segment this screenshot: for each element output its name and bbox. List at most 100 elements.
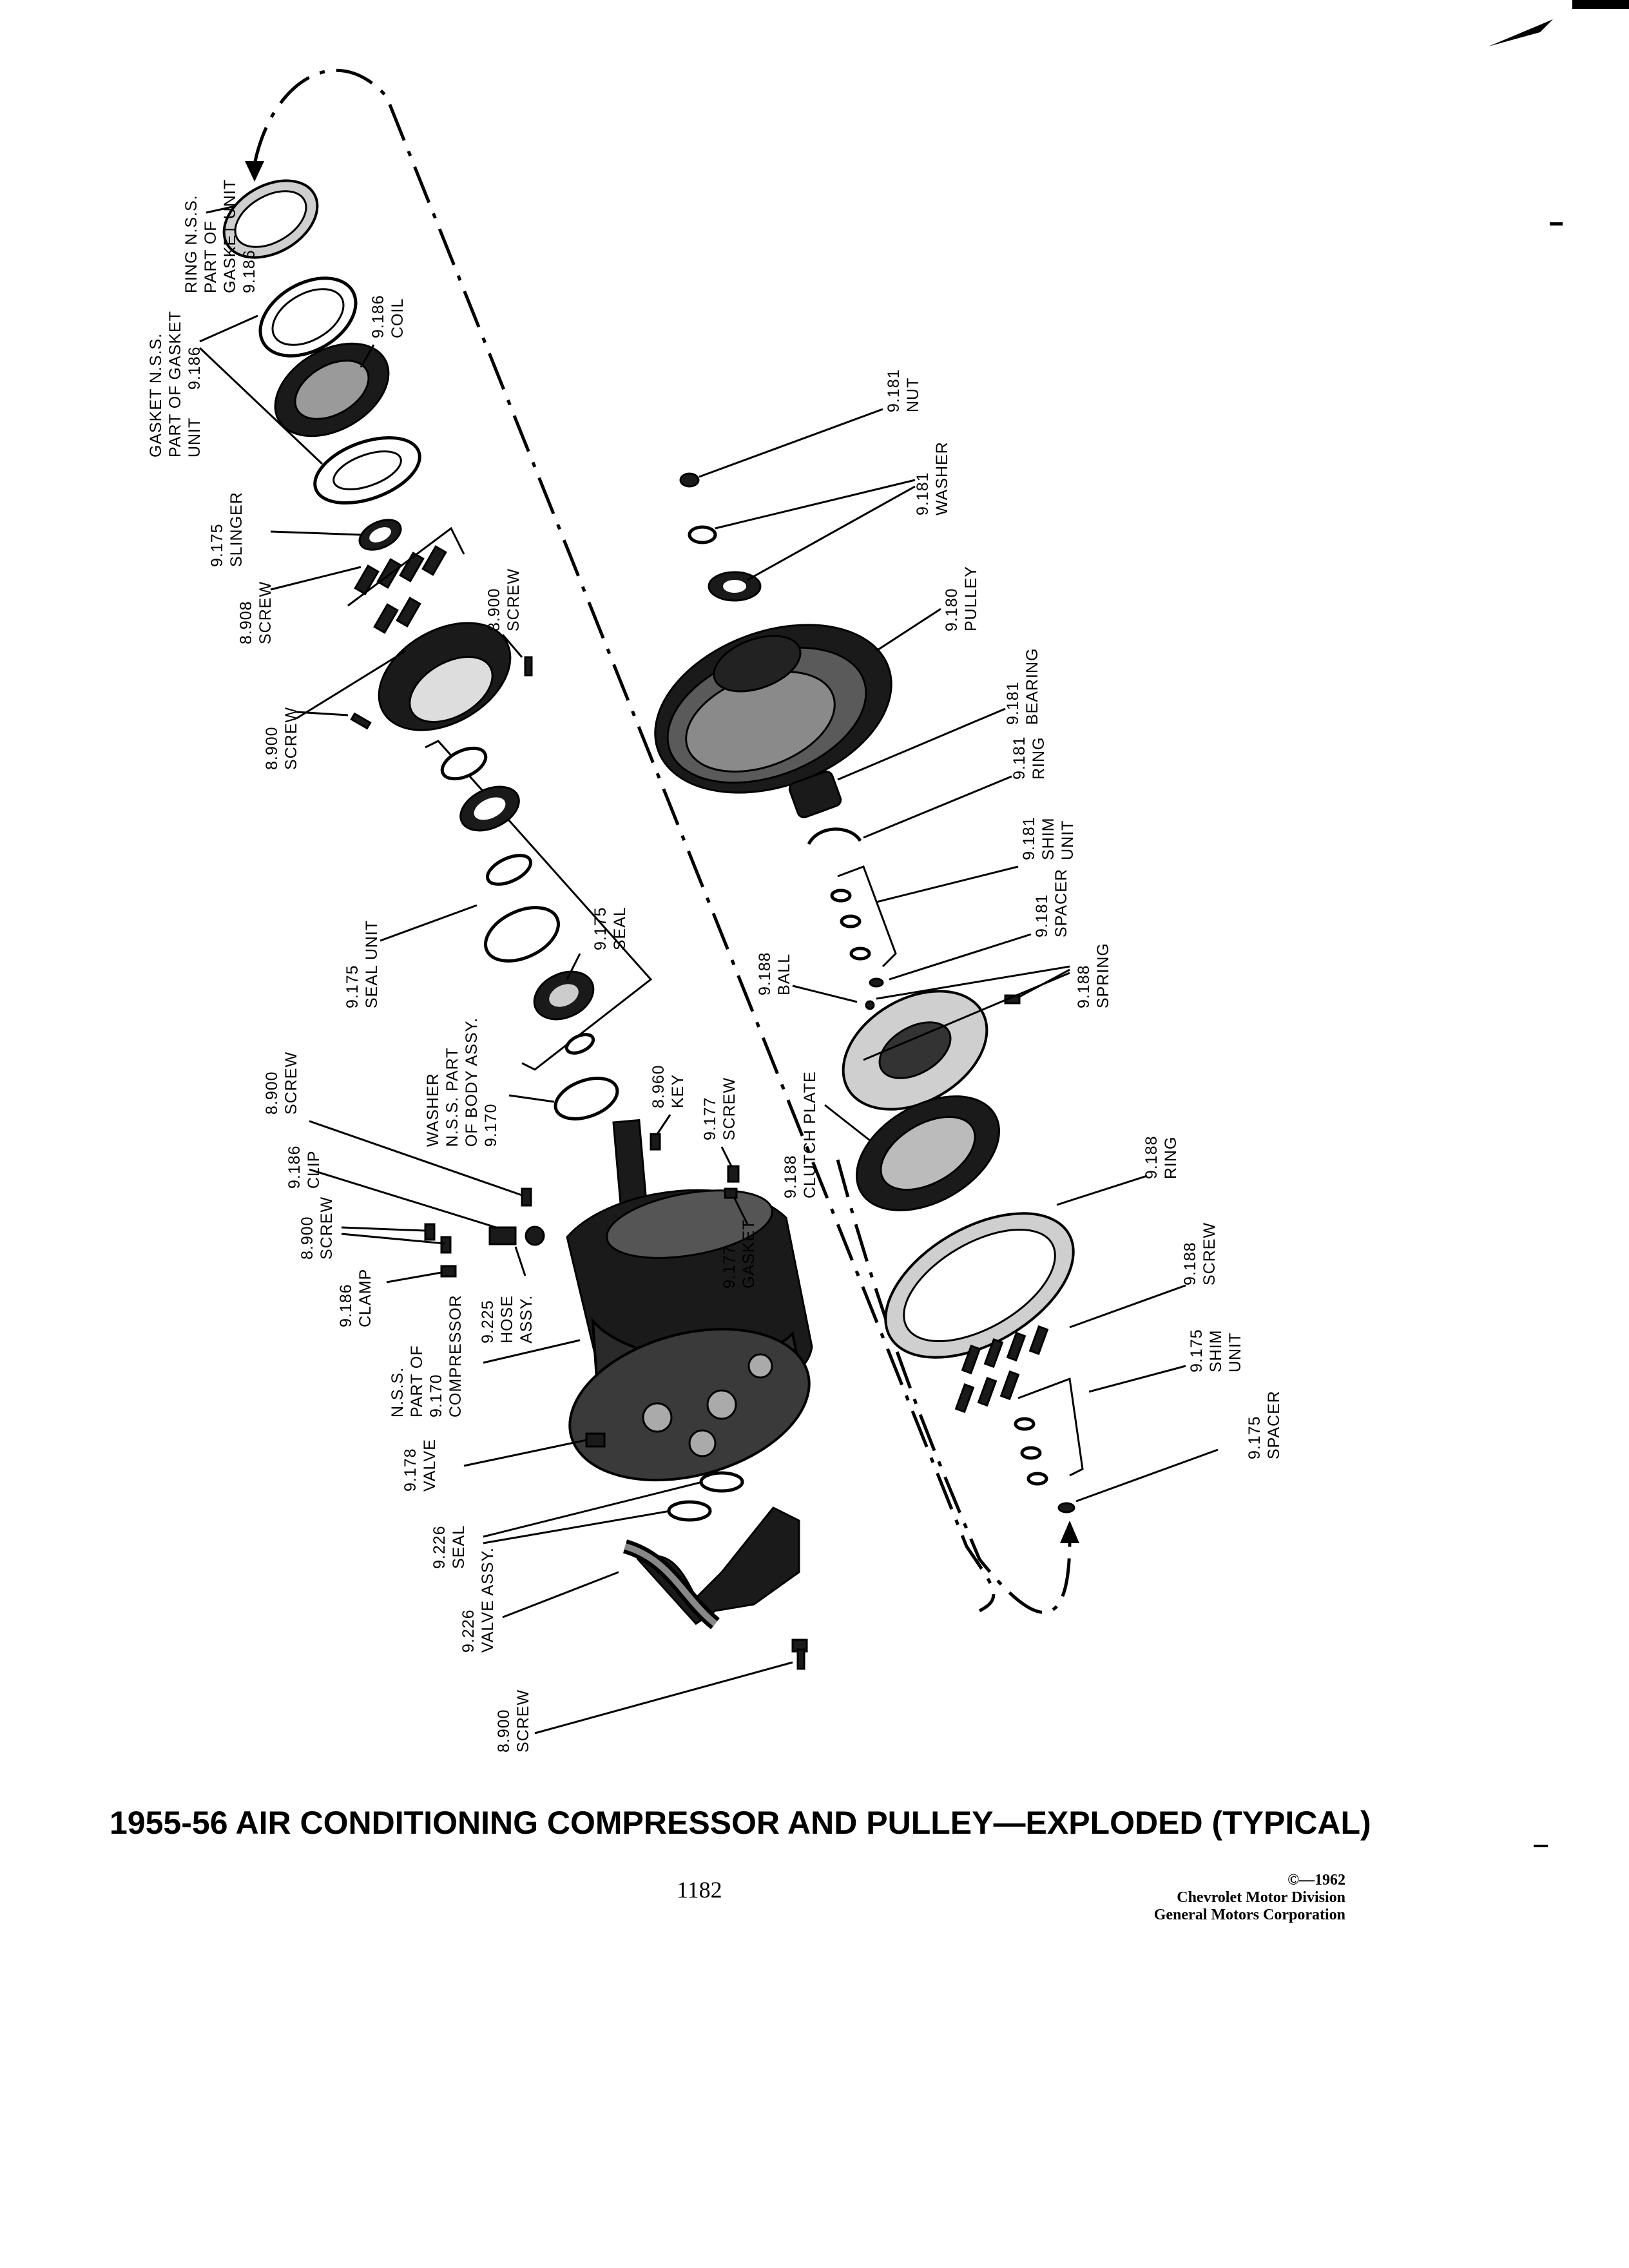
page-number: 1182	[677, 1877, 722, 1903]
svg-text:9.186: 9.186	[240, 249, 258, 293]
label-slinger: 9.175 SLINGER	[208, 492, 246, 567]
gasket-part	[724, 1187, 738, 1199]
svg-text:8.900: 8.900	[485, 588, 503, 631]
assembly-axis-return	[836, 1159, 1072, 1614]
svg-text:8.960: 8.960	[650, 1064, 668, 1108]
svg-text:9.225: 9.225	[479, 1300, 497, 1343]
ball-part	[865, 1000, 875, 1010]
svg-text:8.908: 8.908	[237, 601, 255, 644]
svg-text:9.188: 9.188	[1075, 965, 1093, 1008]
svg-text:CLAMP: CLAMP	[356, 1269, 374, 1327]
svg-text:WASHER: WASHER	[933, 441, 951, 515]
seal-ring-part	[667, 1500, 712, 1522]
shim-part	[840, 914, 862, 928]
shim-part	[849, 947, 871, 961]
seal-unit-bracket	[425, 740, 653, 1071]
label-screw-8900-mid: 8.900 SCREW	[263, 1052, 300, 1115]
label-washer: WASHER N.S.S. PART OF BODY ASSY. 9.170	[424, 1017, 500, 1147]
svg-text:9.188: 9.188	[1181, 1242, 1199, 1285]
svg-text:PART OF: PART OF	[202, 220, 220, 293]
snap-ring-part	[807, 827, 862, 845]
label-nut: 9.181 NUT	[885, 369, 922, 412]
svg-text:9.186: 9.186	[337, 1283, 355, 1327]
label-seal-9226: 9.226 SEAL	[430, 1525, 468, 1569]
seal-ring-part	[485, 854, 533, 886]
copyright-line: ©—1962	[1287, 1872, 1345, 1888]
label-key: 8.960 KEY	[650, 1064, 687, 1108]
svg-text:9.186: 9.186	[369, 294, 387, 338]
svg-text:9.188: 9.188	[782, 1155, 800, 1198]
gasket-part	[258, 276, 358, 358]
label-seal: 9.175 SEAL	[592, 907, 629, 950]
label-valve-assy: 9.226 VALVE ASSY.	[459, 1547, 497, 1653]
screw-part	[727, 1165, 740, 1183]
label-screw-8900-top: 8.900 SCREW	[485, 568, 523, 631]
svg-text:9.170: 9.170	[427, 1374, 445, 1418]
label-compressor: N.S.S. PART OF 9.170 COMPRESSOR	[389, 1294, 465, 1418]
label-shim-unit-9181: 9.181 SHIM UNIT	[1020, 816, 1077, 860]
svg-text:VALVE: VALVE	[421, 1439, 439, 1492]
svg-text:UNIT: UNIT	[1059, 820, 1077, 860]
label-screw-8900-bottom: 8.900 SCREW	[495, 1689, 532, 1753]
svg-text:UNIT: UNIT	[1226, 1332, 1244, 1372]
seal-ring-part	[564, 1033, 595, 1055]
screw-part	[524, 656, 533, 677]
svg-text:8.900: 8.900	[263, 1071, 281, 1115]
svg-text:9.175: 9.175	[208, 523, 226, 567]
svg-text:SCREW: SCREW	[1200, 1222, 1219, 1285]
label-screw-9188: 9.188 SCREW	[1181, 1222, 1219, 1285]
spacer-part	[1057, 1502, 1075, 1514]
svg-text:PULLEY: PULLEY	[962, 566, 980, 631]
svg-text:N.S.S. PART: N.S.S. PART	[443, 1047, 461, 1147]
spacer-part	[869, 977, 884, 988]
screw-part	[440, 1236, 452, 1254]
label-valve: 9.178 VALVE	[401, 1439, 439, 1492]
label-gasket-9177: 9.177 GASKET	[720, 1220, 758, 1289]
slinger-part	[358, 519, 402, 551]
svg-text:9.188: 9.188	[756, 952, 774, 995]
svg-text:8.900: 8.900	[495, 1709, 513, 1753]
margin-mark	[1550, 222, 1563, 226]
svg-text:9.175: 9.175	[343, 965, 361, 1008]
screw-part	[521, 1187, 532, 1207]
svg-text:SCREW: SCREW	[256, 581, 275, 644]
valve-assembly-part	[622, 1506, 800, 1629]
label-clip: 9.186 CLIP	[285, 1145, 323, 1189]
screw-part	[424, 1223, 436, 1241]
svg-text:COMPRESSOR: COMPRESSOR	[447, 1294, 465, 1418]
seal-ring-part	[699, 1471, 744, 1493]
svg-text:BEARING: BEARING	[1023, 648, 1041, 725]
gasket-ring-part	[222, 179, 319, 259]
svg-text:SCREW: SCREW	[318, 1196, 336, 1260]
screw-part	[791, 1639, 808, 1670]
svg-text:UNIT: UNIT	[186, 418, 204, 457]
svg-text:9.177: 9.177	[701, 1097, 719, 1140]
division-line: Chevrolet Motor Division	[1177, 1889, 1345, 1906]
svg-text:SEAL UNIT: SEAL UNIT	[363, 920, 381, 1008]
label-clamp: 9.186 CLAMP	[337, 1269, 374, 1327]
svg-text:9.226: 9.226	[459, 1609, 477, 1653]
svg-text:SLINGER: SLINGER	[227, 492, 246, 567]
label-ball: 9.188 BALL	[756, 952, 793, 995]
svg-text:9.175: 9.175	[592, 907, 610, 950]
svg-text:RING: RING	[1162, 1137, 1180, 1180]
svg-text:CLUTCH PLATE: CLUTCH PLATE	[801, 1071, 819, 1198]
label-clutch-plate: 9.188 CLUTCH PLATE	[782, 1071, 819, 1198]
bearing-part	[788, 771, 842, 818]
shim-bracket	[1017, 1377, 1084, 1477]
screws-group-part	[954, 1325, 1049, 1414]
screw-part	[350, 712, 372, 730]
svg-text:9.175: 9.175	[1188, 1329, 1206, 1372]
washer-part	[688, 525, 717, 544]
page-edge-mark	[1572, 0, 1629, 9]
ring-part	[884, 1212, 1075, 1359]
assembly-axis-line	[253, 68, 996, 1613]
svg-text:BALL: BALL	[775, 954, 793, 995]
clutch-hub-part	[842, 990, 988, 1111]
svg-text:9.186: 9.186	[285, 1145, 304, 1189]
svg-text:GASKET: GASKET	[740, 1220, 758, 1289]
shim-part	[1014, 1417, 1036, 1431]
svg-text:KEY: KEY	[669, 1074, 687, 1108]
svg-text:WASHER: WASHER	[424, 1073, 442, 1147]
